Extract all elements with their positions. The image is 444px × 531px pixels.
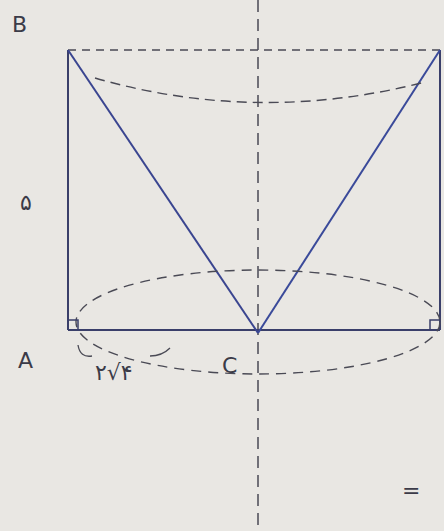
axis (257, 0, 259, 531)
dimension-brace (78, 345, 92, 356)
dimension-brace (150, 348, 170, 356)
point-label: B (12, 14, 27, 36)
slant-line (258, 50, 440, 333)
dimension-label: ۵ (20, 192, 32, 214)
right-angle-mark (68, 320, 78, 330)
point-label: A (18, 350, 33, 372)
top-ellipse (95, 78, 425, 103)
slant-line (68, 50, 258, 333)
right-angle-mark (430, 320, 440, 330)
rectangle-base (68, 329, 440, 331)
note-mark: = (402, 480, 420, 502)
rectangle-side (439, 50, 441, 330)
top-edge (68, 49, 440, 51)
dimension-label: ۲√۴ (95, 362, 133, 384)
base-ellipse (76, 270, 440, 374)
rectangle-side (67, 50, 69, 330)
point-label: C (222, 355, 237, 377)
